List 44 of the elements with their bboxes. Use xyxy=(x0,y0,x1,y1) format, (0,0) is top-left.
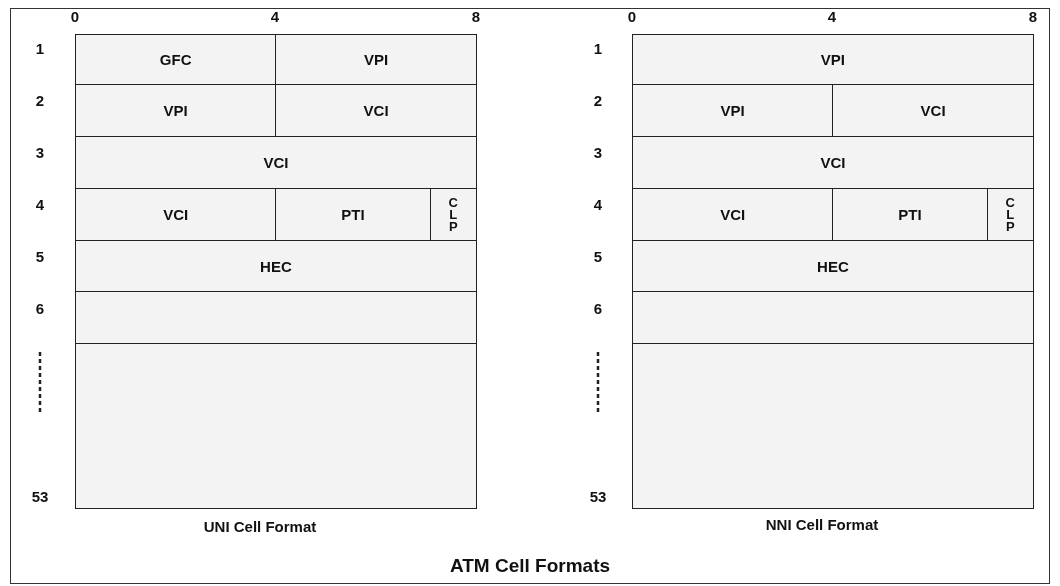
header-field: HEC xyxy=(632,240,1034,292)
octet-number: 6 xyxy=(593,300,603,317)
bit-number: 4 xyxy=(270,8,280,25)
header-field: CLP xyxy=(429,188,477,241)
format-caption: UNI Cell Format xyxy=(203,518,317,535)
header-field: PTI xyxy=(275,188,431,241)
octet-number: 2 xyxy=(35,92,45,109)
octet-number: 3 xyxy=(593,144,603,161)
header-field: VCI xyxy=(632,136,1034,189)
octet-number: 53 xyxy=(31,488,49,505)
bit-number: 8 xyxy=(1028,8,1038,25)
header-field: VCI xyxy=(632,188,834,241)
octet-number: 1 xyxy=(593,40,603,57)
bit-number: 0 xyxy=(70,8,80,25)
bit-number: 0 xyxy=(627,8,637,25)
octet-number: 6 xyxy=(35,300,45,317)
bit-number: 8 xyxy=(471,8,481,25)
payload-field xyxy=(632,291,1034,344)
header-field: CLP xyxy=(986,188,1034,241)
header-field: VCI xyxy=(75,136,477,189)
octet-number: 5 xyxy=(593,248,603,265)
payload-field xyxy=(632,343,1034,509)
header-field: VCI xyxy=(275,84,477,137)
header-field: VCI xyxy=(75,188,277,241)
header-field: VPI xyxy=(75,84,277,137)
octet-number: 53 xyxy=(589,488,607,505)
octet-number: 4 xyxy=(593,196,603,213)
payload-field xyxy=(75,291,477,344)
octet-number: 4 xyxy=(35,196,45,213)
header-field: VCI xyxy=(832,84,1034,137)
octet-number: 2 xyxy=(593,92,603,109)
header-field: PTI xyxy=(832,188,988,241)
header-field: GFC xyxy=(75,34,277,85)
bit-number: 4 xyxy=(827,8,837,25)
header-field: VPI xyxy=(632,34,1034,85)
octet-number: 1 xyxy=(35,40,45,57)
header-field: VPI xyxy=(275,34,477,85)
octet-number: 3 xyxy=(35,144,45,161)
format-caption: NNI Cell Format xyxy=(765,516,879,533)
header-field: VPI xyxy=(632,84,834,137)
payload-field xyxy=(75,343,477,509)
octet-number: 5 xyxy=(35,248,45,265)
diagram-title: ATM Cell Formats xyxy=(449,555,611,577)
header-field: HEC xyxy=(75,240,477,292)
